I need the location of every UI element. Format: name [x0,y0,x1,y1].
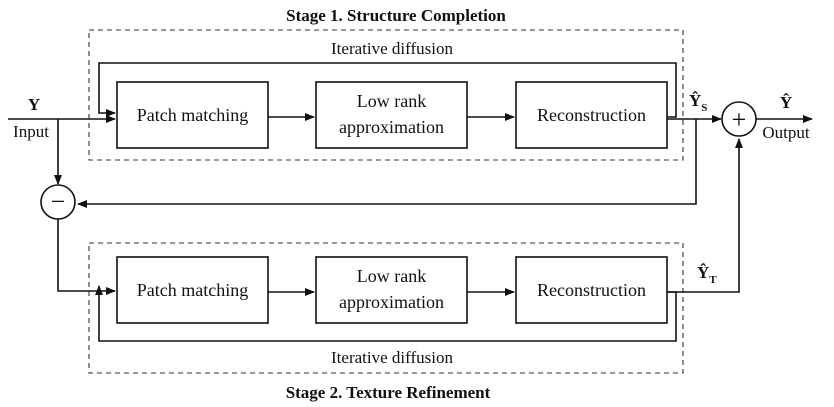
stage2-low-rank-label-1: Low rank [357,266,426,286]
stage2-reconstruction-box: Reconstruction [515,256,668,324]
stage2-output-label: ŶT [697,263,717,286]
stage1-title: Stage 1. Structure Completion [286,6,506,25]
stage1-output-label: ŶS [689,91,707,114]
input-label: Input [13,122,49,141]
stage1-patch-matching-box: Patch matching [116,81,269,149]
stage1-output-subscript: S [701,102,707,114]
subtract-symbol: − [51,187,66,216]
stage2-output-symbol: Ŷ [697,263,709,282]
stage1-diffusion-loop-arrow [98,62,677,118]
subtractor-to-stage2-arrow [57,219,116,295]
stage2-low-rank-box: Low rank approximation [315,256,468,324]
stage1-reconstruction-box: Reconstruction [515,81,668,149]
stage2-loop-label: Iterative diffusion [331,348,453,367]
stage1-loop-label: Iterative diffusion [331,39,453,58]
stage2-patch-matching-box: Patch matching [116,256,269,324]
adder-node: + [721,101,757,137]
subtractor-node: − [40,184,76,220]
stage1-low-rank-label-1: Low rank [357,91,426,111]
stage2-title: Stage 2. Texture Refinement [286,383,491,402]
stage2-patch-matching-label: Patch matching [137,280,248,300]
stage2-reconstruction-label: Reconstruction [537,280,646,300]
stage1-patch-matching-label: Patch matching [137,105,248,125]
stage1-container [88,29,684,161]
stage2-arrow-to-adder [667,138,743,293]
output-label: Output [762,123,810,142]
stage1-low-rank-label-2: approximation [339,117,444,137]
stage2-container [88,242,684,374]
stage1-reconstruction-label: Reconstruction [537,105,646,125]
input-symbol: Y [28,95,40,114]
stage2-output-subscript: T [709,274,717,286]
stage2-low-rank-label-2: approximation [339,292,444,312]
stage1-low-rank-box: Low rank approximation [315,81,468,149]
output-symbol: Ŷ [780,93,792,112]
add-symbol: + [732,105,747,134]
stage1-output-symbol: Ŷ [689,91,701,110]
stage1-feedback-arrow-to-subtractor [77,119,697,208]
